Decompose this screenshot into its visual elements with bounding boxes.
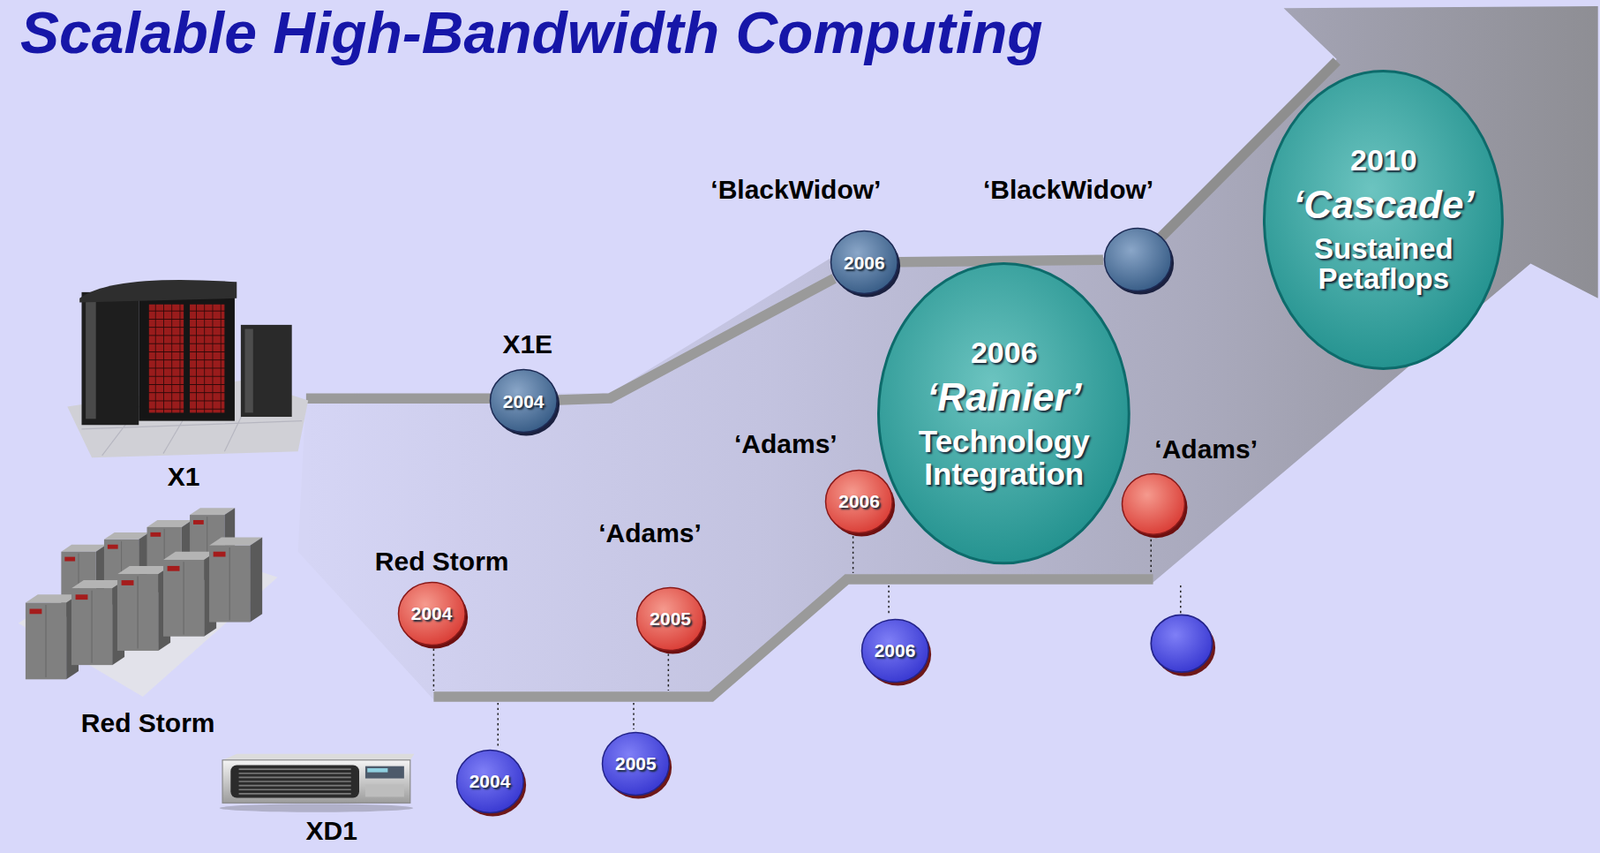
node-fill <box>398 581 466 645</box>
node-body: 2006 <box>824 468 894 534</box>
node-fill <box>602 731 670 795</box>
year-label: 2005 <box>615 752 657 774</box>
milestone-year: 2006 <box>970 336 1038 369</box>
milestone-circle: ‘Adams’2005 <box>635 585 706 652</box>
year-label: 2004 <box>503 390 545 412</box>
label-holder: XD1 <box>306 815 358 847</box>
node-body: 2005 <box>635 585 706 652</box>
heading-holder: X1E <box>502 328 553 360</box>
milestone-name: ‘BlackWidow’ <box>710 174 881 206</box>
node-outline <box>1120 472 1187 536</box>
milestone-circle: ‘Adams’2006 <box>824 468 894 534</box>
node-fill <box>861 618 929 682</box>
year-label: 2004 <box>411 602 453 624</box>
milestone-goal: Sustained Petaflops <box>1295 233 1473 295</box>
node-body: 2004 <box>397 580 467 647</box>
milestone-name: ‘Adams’ <box>598 517 702 549</box>
node-body: 2010 ‘Cascade’ Sustained Petaflops <box>1262 69 1504 370</box>
node-fill <box>831 231 899 294</box>
milestone-year: 2010 <box>1350 143 1418 177</box>
node-fill <box>1264 70 1503 369</box>
node-body: 2004 <box>488 368 559 434</box>
milestone-ellipse: 2006 ‘Rainier’ Technology Integration <box>877 262 1131 564</box>
year-label: 2006 <box>843 252 886 273</box>
milestone-name: ‘Adams’ <box>1154 434 1258 466</box>
node-body: 2004 <box>455 748 526 814</box>
heading-holder: ‘Adams’ <box>734 428 838 460</box>
milestone-ellipse: 2010 ‘Cascade’ Sustained Petaflops <box>1262 69 1504 370</box>
node-fill <box>1104 227 1172 291</box>
milestone-name: ‘Adams’ <box>734 428 838 460</box>
milestone-circle: ‘BlackWidow’2006 <box>829 229 900 295</box>
node-body <box>1103 226 1173 293</box>
node-fill <box>826 469 894 533</box>
empty-milestone-circle <box>1150 614 1216 676</box>
node-fill <box>637 586 705 650</box>
node-fill <box>1121 473 1185 535</box>
xd1-chassis-illustration <box>219 753 415 812</box>
milestone-name: X1E <box>502 328 553 360</box>
milestone-goal: Technology Integration <box>911 425 1097 491</box>
leader-lines <box>433 535 1180 746</box>
label-holder: Red Storm <box>81 706 216 738</box>
milestone-circle: 2004 <box>455 748 526 814</box>
node-body: 2006 ‘Rainier’ Technology Integration <box>877 262 1131 564</box>
year-label: 2006 <box>874 639 917 661</box>
node-fill <box>489 369 557 433</box>
diagram-title: Scalable High-Bandwidth Computing <box>20 0 1044 68</box>
heading-holder: ‘Adams’ <box>1154 434 1258 466</box>
node-fill <box>878 263 1130 564</box>
node-fill <box>456 749 524 812</box>
title-holder: Scalable High-Bandwidth Computing <box>20 0 1044 68</box>
heading-holder: Red Storm <box>375 546 510 578</box>
x1-cabinet-illustration <box>67 279 308 458</box>
node-body: 2006 <box>860 617 931 684</box>
year-label: 2004 <box>469 770 511 791</box>
node-body: 2005 <box>600 730 671 797</box>
system-name: Red Storm <box>81 706 216 738</box>
heading-holder: ‘BlackWidow’ <box>983 174 1154 206</box>
milestone-circle: Red Storm2004 <box>397 580 467 647</box>
milestone-circle: X1E2004 <box>488 368 559 434</box>
milestone-name: ‘Rainier’ <box>926 375 1082 419</box>
milestone-name: ‘Cascade’ <box>1292 183 1474 226</box>
milestone-circle: 2005 <box>600 730 671 797</box>
heading-holder: ‘BlackWidow’ <box>710 174 881 206</box>
label-holder: X1 <box>167 461 201 493</box>
red-storm-illustration <box>18 507 278 697</box>
roadmap-track <box>557 277 834 400</box>
milestone-circle: ‘BlackWidow’ <box>1103 226 1173 293</box>
heading-holder: ‘Adams’ <box>598 517 702 549</box>
year-label: 2006 <box>838 490 880 511</box>
system-name: XD1 <box>306 815 358 847</box>
milestone-name: ‘BlackWidow’ <box>983 174 1154 206</box>
node-body <box>1120 472 1187 536</box>
system-name: X1 <box>167 461 201 493</box>
roadmap-track <box>899 259 1104 263</box>
milestone-circle: 2006 <box>860 617 931 684</box>
roadmap-band <box>298 6 1599 700</box>
milestone-circle: ‘Adams’ <box>1120 472 1187 536</box>
node-body: 2006 <box>829 229 900 295</box>
milestone-name: Red Storm <box>375 546 510 578</box>
year-label: 2005 <box>649 608 692 629</box>
node-outline <box>1103 226 1173 293</box>
